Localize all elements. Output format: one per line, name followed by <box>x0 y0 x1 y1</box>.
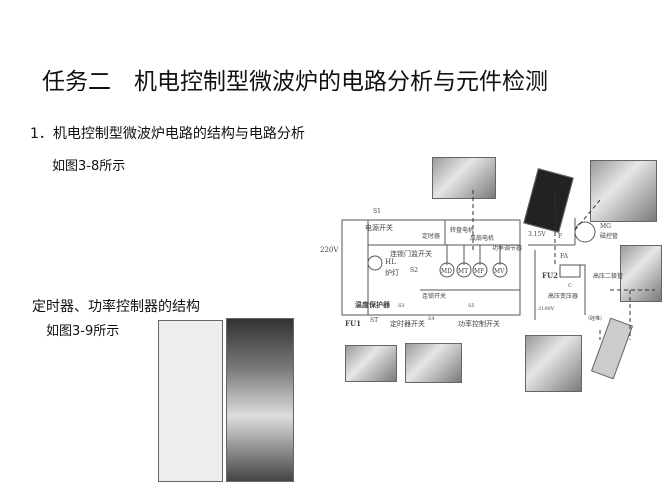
label: 高压二极管 <box>593 272 623 280</box>
label: 磁控管 <box>600 232 618 240</box>
label: 220V <box>320 246 339 254</box>
label: ST <box>370 317 378 324</box>
label: 定时器 <box>422 232 440 240</box>
label: 功率控制开关 <box>458 319 500 328</box>
label: MF <box>474 268 484 275</box>
label: FU2 <box>542 271 558 280</box>
label: S5 <box>468 303 475 309</box>
label: MV <box>494 268 505 275</box>
motor-photo <box>432 157 496 199</box>
timer-panel-photo <box>158 320 223 482</box>
page-title: 任务二 机电控制型微波炉的电路分析与元件检测 <box>42 69 548 95</box>
label: S3 <box>398 303 405 309</box>
label: HL <box>385 258 396 266</box>
transformer-photo <box>525 335 582 392</box>
label: MD <box>441 268 452 275</box>
capacitor-photo <box>620 245 662 302</box>
section-heading: 1．机电控制型微波炉电路的结构与电路分析 <box>30 126 305 142</box>
magnetron-photo <box>590 160 657 222</box>
label: 2100V <box>538 306 555 312</box>
label: 转盘电机 <box>450 226 474 234</box>
label: （硅堆） <box>585 315 605 322</box>
label: FA <box>560 253 569 260</box>
label: F <box>558 233 562 240</box>
label: 炉灯 <box>385 268 399 277</box>
label: S1 <box>373 208 381 215</box>
circuit-diagram: 220V S1 电源开关 HL 炉灯 连锁门监开关 S2 定时器 转盘电机 风扇… <box>320 190 655 340</box>
label: 温度保护器 <box>355 300 391 309</box>
label: 风扇电机 <box>470 234 494 242</box>
thermal-protector-photo <box>345 345 397 382</box>
label: C <box>568 283 572 289</box>
label: 连锁门监开关 <box>390 249 432 258</box>
label: S2 <box>410 267 418 274</box>
label: 高压变压器 <box>548 292 578 300</box>
section-heading: 定时器、功率控制器的结构 <box>32 299 200 315</box>
label: MG <box>600 223 611 230</box>
label: 功率调节器 <box>492 244 522 252</box>
figure-reference: 如图3-8所示 <box>52 159 126 174</box>
label: 电源开关 <box>365 223 393 232</box>
timer-internal-photo <box>226 318 294 482</box>
switch-photo <box>405 343 462 383</box>
label: 定时器开关 <box>390 319 425 328</box>
label: MT <box>458 268 468 275</box>
label: 连锁开关 <box>422 292 446 300</box>
label: FU1 <box>345 319 361 328</box>
label: 3.15V <box>528 231 546 238</box>
figure-reference: 如图3-9所示 <box>46 324 120 339</box>
label: S4 <box>428 316 435 322</box>
